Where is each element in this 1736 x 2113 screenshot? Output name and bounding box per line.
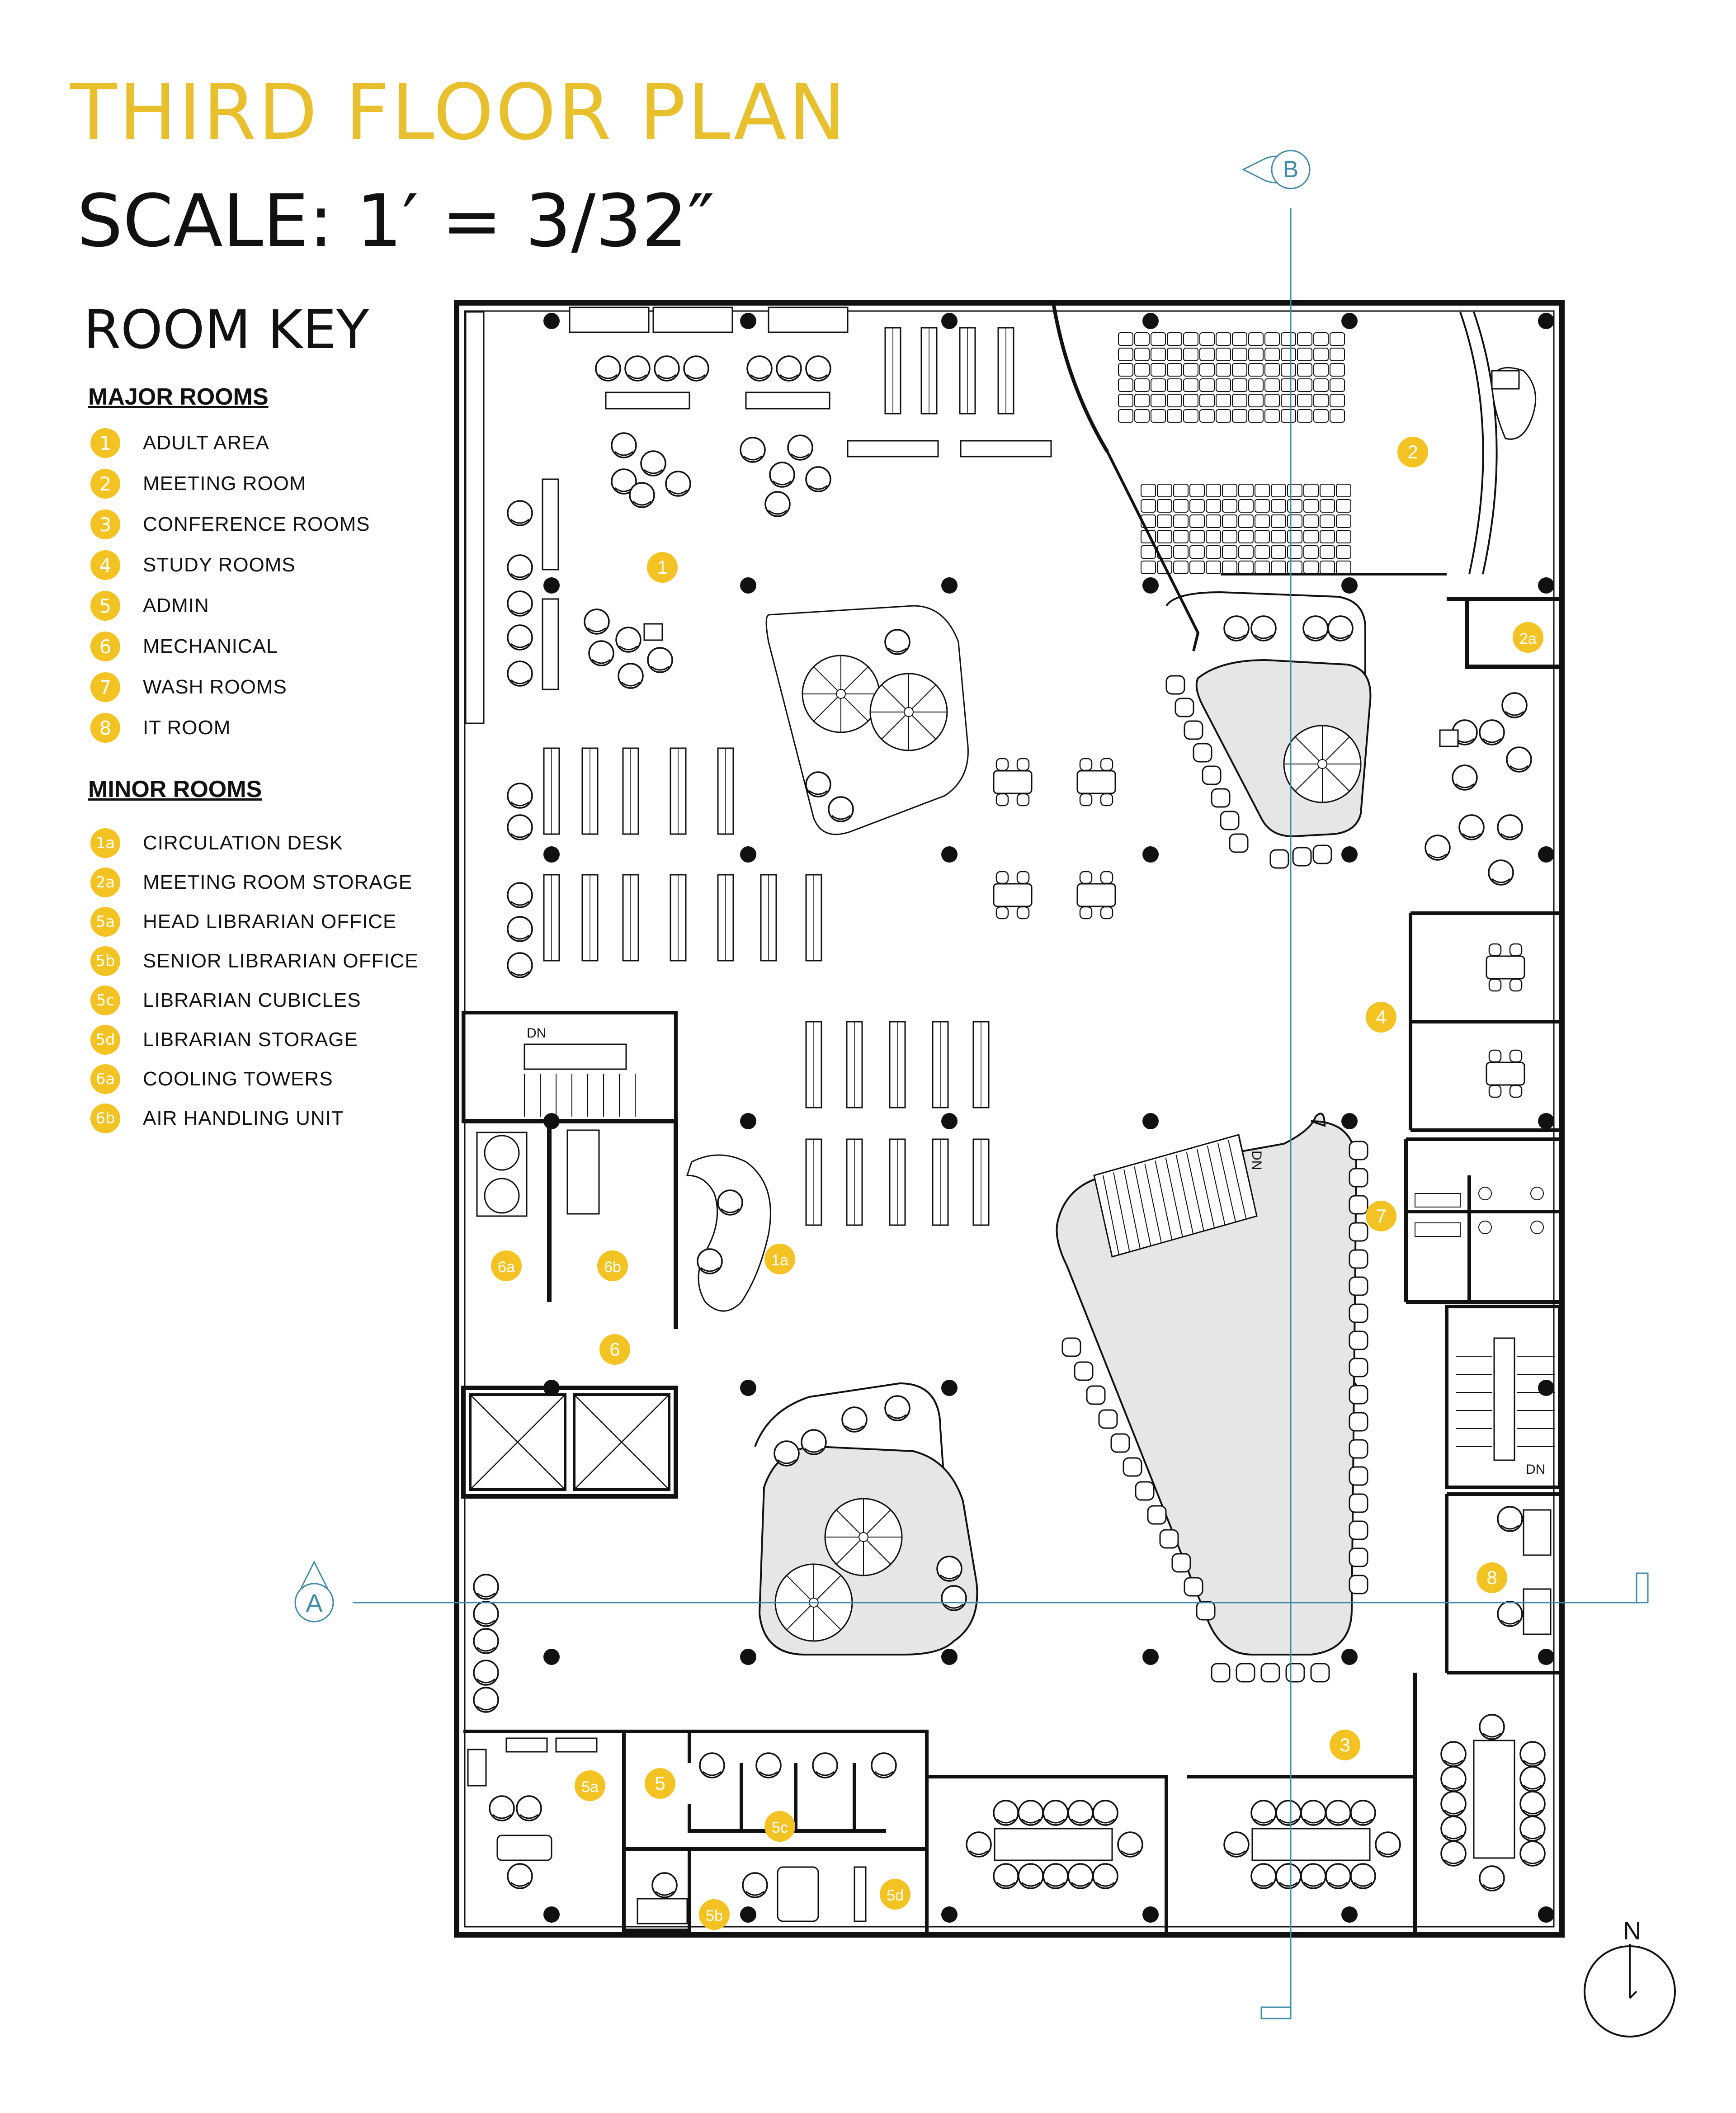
svg-text:5: 5 [655, 1773, 665, 1794]
stair-label-west: DN [527, 1026, 546, 1041]
svg-text:5d: 5d [887, 1887, 904, 1904]
room-label: LIBRARIAN CUBICLES [143, 989, 361, 1011]
room-number-badge: 1 [90, 428, 120, 458]
section-marker-a: A [306, 1589, 323, 1617]
room-label: AIR HANDLING UNIT [143, 1107, 344, 1129]
room-tag-1a: 1a [764, 1244, 795, 1274]
room-number-badge: 2 [90, 469, 120, 499]
room-number-badge: 2a [90, 868, 120, 897]
room-tag-7: 7 [1366, 1201, 1396, 1231]
key-major-4: 4 STUDY ROOMS [90, 549, 296, 581]
key-major-6: 6 MECHANICAL [90, 631, 278, 662]
key-major-8: 8 IT ROOM [90, 712, 231, 744]
room-tag-8: 8 [1477, 1562, 1507, 1593]
room-tag-6b: 6b [597, 1250, 628, 1281]
room-tag-6a: 6a [491, 1250, 522, 1281]
room-tag-5b: 5b [699, 1899, 730, 1930]
room-tag-5: 5 [645, 1768, 675, 1799]
room-label: ADMIN [143, 594, 209, 617]
svg-text:5b: 5b [706, 1907, 723, 1924]
room-tag-2: 2 [1397, 437, 1428, 467]
key-minor-5d: 5d LIBRARIAN STORAGE [90, 1024, 358, 1056]
svg-text:6a: 6a [498, 1259, 515, 1276]
room-number-badge: 5c [90, 986, 120, 1015]
key-major-7: 7 WASH ROOMS [90, 671, 287, 703]
room-key-title: ROOM KEY [84, 298, 369, 361]
svg-text:6: 6 [609, 1339, 620, 1360]
key-minor-5c: 5c LIBRARIAN CUBICLES [90, 985, 361, 1016]
room-number-badge: 5b [90, 946, 120, 976]
room-label: COOLING TOWERS [143, 1068, 333, 1090]
room-label: MEETING ROOM STORAGE [143, 871, 413, 893]
svg-text:2: 2 [1407, 441, 1418, 462]
adult-area-furniture [507, 355, 831, 978]
stair-label-east: DN [1526, 1462, 1545, 1477]
key-major-2: 2 MEETING ROOM [90, 468, 307, 500]
major-rooms-heading: MAJOR ROOMS [88, 384, 269, 410]
grand-piano-icon [1491, 367, 1537, 440]
room-label: ADULT AREA [143, 432, 269, 454]
room-number-badge: 5d [90, 1025, 120, 1055]
key-minor-5a: 5a HEAD LIBRARIAN OFFICE [90, 906, 396, 938]
room-number-badge: 5 [90, 591, 120, 621]
room-tag-4: 4 [1366, 1002, 1396, 1033]
section-marker-b: B [1283, 156, 1299, 183]
section-lines [294, 150, 1649, 2019]
room-label: STUDY ROOMS [143, 554, 296, 576]
svg-text:4: 4 [1376, 1006, 1386, 1028]
room-number-badge: 6b [90, 1104, 120, 1133]
room-label: IT ROOM [143, 717, 231, 739]
minor-rooms-heading: MINOR ROOMS [88, 776, 262, 802]
room-number-badge: 5a [90, 907, 120, 937]
key-minor-6b: 6b AIR HANDLING UNIT [90, 1103, 344, 1134]
room-tag-5a: 5a [575, 1770, 605, 1801]
exterior-wall [454, 300, 1565, 1938]
room-label: MECHANICAL [143, 635, 278, 657]
svg-text:5a: 5a [581, 1778, 599, 1796]
room-number-badge: 6 [90, 632, 120, 661]
room-number-badge: 4 [90, 550, 120, 580]
room-tag-5d: 5d [880, 1879, 910, 1910]
room-label: HEAD LIBRARIAN OFFICE [143, 910, 397, 933]
room-label: CIRCULATION DESK [143, 832, 344, 854]
svg-text:2a: 2a [1519, 630, 1537, 647]
key-minor-1a: 1a CIRCULATION DESK [90, 827, 343, 859]
room-number-badge: 6a [90, 1064, 120, 1094]
room-number-badge: 1a [90, 828, 120, 858]
plan-title: THIRD FLOOR PLAN [70, 68, 848, 157]
room-number-badge: 3 [90, 509, 120, 539]
stair-label-atrium: DN [1249, 1151, 1264, 1170]
north-label: N [1623, 1916, 1641, 1945]
room-tag-1: 1 [647, 552, 678, 583]
room-tag-3: 3 [1330, 1730, 1360, 1760]
svg-text:3: 3 [1340, 1734, 1350, 1755]
plan-scale: SCALE: 1′ = 3/32″ [77, 179, 715, 263]
key-minor-6a: 6a COOLING TOWERS [90, 1063, 333, 1095]
key-major-5: 5 ADMIN [90, 590, 209, 622]
svg-text:7: 7 [1376, 1205, 1386, 1226]
svg-text:1a: 1a [771, 1252, 788, 1269]
north-arrow-icon [1584, 1944, 1676, 2038]
book-stacks [543, 327, 1052, 1226]
room-label: LIBRARIAN STORAGE [143, 1028, 358, 1051]
room-tag-6: 6 [599, 1334, 630, 1365]
structural-columns [543, 313, 1554, 1923]
room-tag-5c: 5c [764, 1811, 795, 1842]
room-tag-2a: 2a [1513, 622, 1543, 653]
room-number-badge: 8 [90, 713, 120, 743]
room-number-badge: 7 [90, 672, 120, 702]
key-major-1: 1 ADULT AREA [90, 427, 269, 459]
svg-text:6b: 6b [604, 1259, 621, 1276]
svg-text:5c: 5c [772, 1819, 788, 1836]
key-minor-5b: 5b SENIOR LIBRARIAN OFFICE [90, 945, 419, 977]
room-label: WASH ROOMS [143, 676, 287, 698]
svg-text:1: 1 [657, 557, 667, 578]
key-minor-2a: 2a MEETING ROOM STORAGE [90, 867, 412, 898]
svg-text:8: 8 [1486, 1567, 1497, 1588]
room-label: CONFERENCE ROOMS [143, 513, 370, 535]
key-major-3: 3 CONFERENCE ROOMS [90, 509, 370, 540]
room-label: MEETING ROOM [143, 472, 307, 495]
room-label: SENIOR LIBRARIAN OFFICE [143, 950, 419, 972]
